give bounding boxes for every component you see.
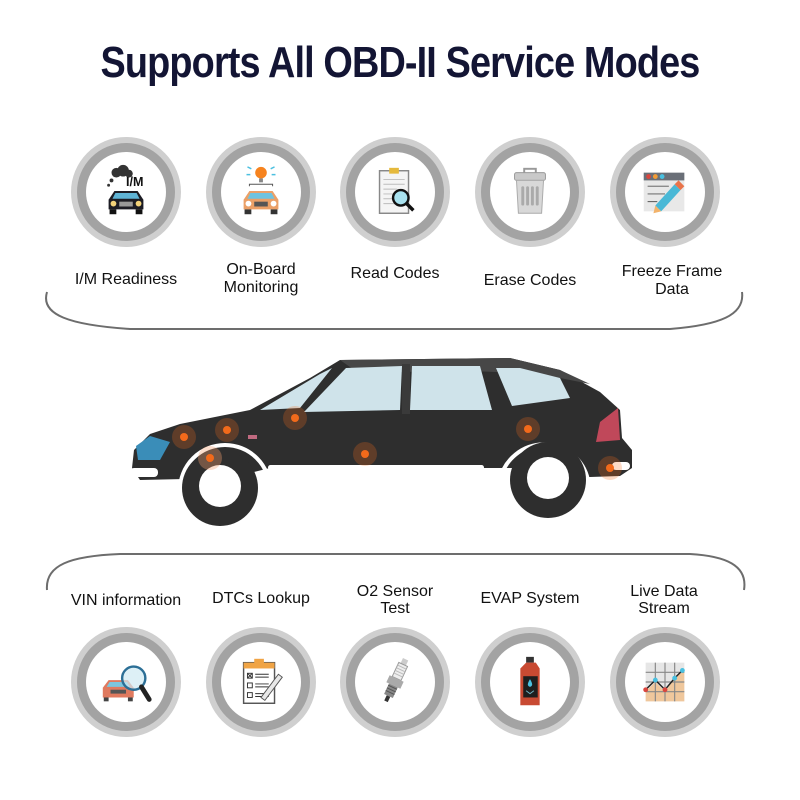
label-erase-codes: Erase Codes [483,272,577,289]
im-readiness-car-icon: I/M [107,164,143,215]
car-magnifier-icon [102,665,152,702]
car-illustration [130,358,632,526]
badge-live-data-stream [610,627,720,737]
label-evap-system: EVAP System [480,590,580,607]
label-live-data-1: Live Data [630,583,698,600]
line-chart-icon [643,662,685,702]
label-onboard-monitoring-1: On-Board [226,261,296,278]
spark-plug-icon [384,657,409,703]
page-title: Supports All OBD-II Service Modes [100,38,701,87]
label-freeze-frame-2: Data [655,281,689,298]
label-live-data-2: Stream [638,600,690,617]
onboard-monitoring-car-icon [243,166,279,215]
badge-evap-system [475,627,585,737]
fluid-bottle-icon [520,656,540,706]
sensor-points [172,406,622,480]
label-vin-information: VIN information [70,592,182,609]
clipboard-magnifier-icon [378,167,415,214]
badge-o2-sensor-test [340,627,450,737]
label-onboard-monitoring-2: Monitoring [223,279,299,296]
label-o2-sensor-2: Test [380,600,410,617]
svg-text:I/M: I/M [126,175,143,189]
badge-read-codes [340,137,450,247]
checklist-pen-icon [242,658,283,704]
trash-can-icon [514,167,546,214]
document-pencil-icon [643,172,685,214]
label-im-readiness: I/M Readiness [74,271,178,288]
badge-im-readiness: I/M [71,137,181,247]
badge-onboard-monitoring [206,137,316,247]
label-read-codes: Read Codes [350,265,440,282]
badge-vin-information [71,627,181,737]
label-dtcs-lookup: DTCs Lookup [212,590,310,607]
badge-dtcs-lookup [206,627,316,737]
badge-freeze-frame [610,137,720,247]
label-o2-sensor-1: O2 Sensor [356,583,434,600]
badge-erase-codes [475,137,585,247]
label-freeze-frame-1: Freeze Frame [621,263,723,280]
